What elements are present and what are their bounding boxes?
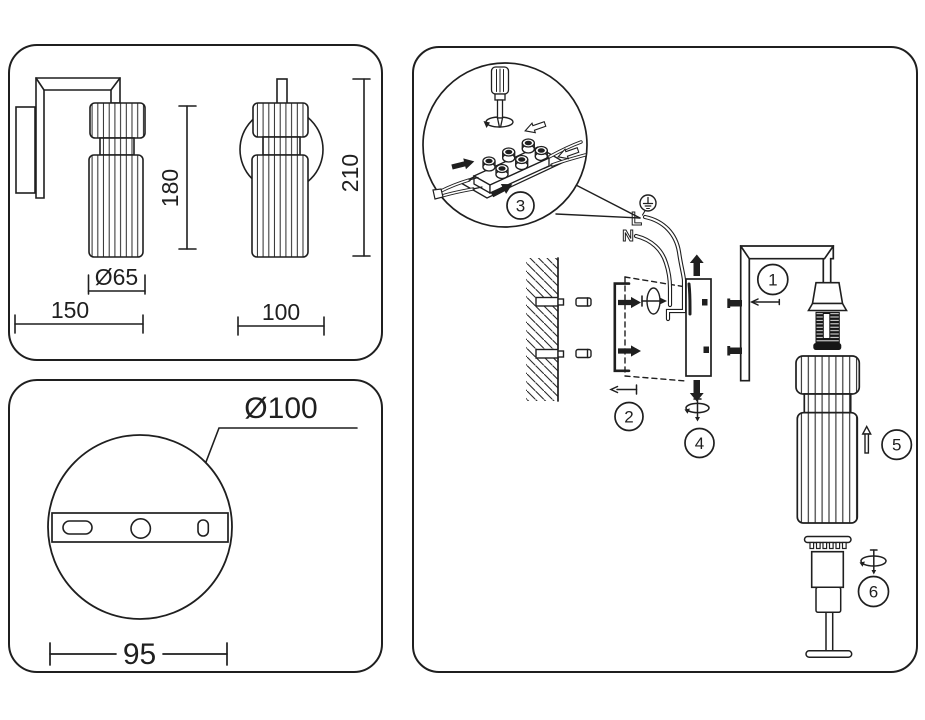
lamp-shade	[795, 355, 861, 524]
wall-anchor-icon	[575, 297, 592, 359]
panel-mounting-plate: Ø100 95	[8, 379, 383, 673]
dimension-100: 100	[237, 299, 325, 336]
dimension-180: 180	[157, 105, 197, 250]
step-5: 5	[861, 425, 913, 461]
dim-label-d100: Ø100	[244, 392, 317, 425]
step-2-number: 2	[624, 408, 633, 427]
plate-screw-icon	[703, 346, 709, 353]
step-4-number: 4	[695, 434, 704, 453]
magnifier-circle	[422, 62, 588, 228]
cable-hole	[130, 517, 152, 539]
screw-turn-icon	[641, 287, 667, 315]
step-1: 1	[749, 263, 789, 306]
step-6-number: 6	[869, 583, 878, 602]
shade-top-section	[89, 102, 146, 139]
arrow-down-icon	[689, 380, 704, 402]
plate-screw-icon	[702, 299, 708, 306]
bulb-flange-teeth	[809, 541, 847, 550]
mounting-slot-right	[197, 519, 210, 537]
shade-neck	[262, 136, 301, 156]
cable-end	[432, 188, 444, 200]
lamp-bulb	[803, 535, 853, 658]
lamp-front-view	[239, 78, 324, 258]
dim-label-d65: Ø65	[95, 264, 138, 290]
step-3-badge: 3	[506, 191, 535, 220]
stem	[276, 78, 288, 105]
backplate-side	[15, 106, 36, 194]
dim-label-100: 100	[262, 299, 300, 325]
arm-screws	[727, 298, 742, 356]
wall-hatching	[526, 258, 558, 401]
screwdriver-icon	[483, 66, 514, 128]
wire-label-neutral: N	[622, 228, 634, 245]
dimension-d65: Ø65	[87, 264, 146, 295]
arrow-up-icon	[689, 254, 704, 276]
dimension-210: 210	[337, 78, 371, 257]
terminal-screws	[482, 138, 548, 180]
wire-label-live: L	[631, 209, 642, 229]
shade-neck	[803, 393, 852, 414]
drilled-holes	[535, 296, 565, 359]
step-4: 4	[684, 398, 715, 459]
shade-top-section	[252, 102, 309, 138]
socket-ring	[813, 343, 842, 350]
shade-neck	[99, 137, 135, 156]
dim-label-95: 95	[123, 638, 156, 671]
dim-label-180: 180	[157, 169, 183, 207]
bracket-projection-dashed	[624, 276, 687, 382]
mounting-slot-left	[62, 520, 93, 535]
terminal-detail-bubble: 3	[422, 62, 641, 228]
shade-bottom-section	[251, 154, 309, 258]
lamp-side-view	[15, 77, 146, 258]
shade-bottom-section	[796, 411, 859, 524]
step-5-number: 5	[892, 436, 901, 455]
lamp-socket	[807, 281, 848, 350]
supply-wires	[633, 214, 692, 322]
ground-icon	[639, 194, 657, 216]
wall-section	[526, 257, 592, 402]
step-2: 2	[609, 384, 644, 432]
dim-label-150: 150	[51, 297, 89, 323]
panel-installation: L N	[412, 46, 918, 673]
shade-top-section	[795, 355, 861, 395]
dimension-95: 95	[49, 638, 228, 671]
step-6: 6	[857, 549, 890, 608]
shade-bottom-section	[88, 154, 144, 258]
leader-line	[205, 427, 358, 463]
dimension-150: 150	[14, 297, 144, 334]
step-3-number: 3	[516, 197, 525, 216]
step-1-number: 1	[768, 271, 777, 290]
dim-label-210: 210	[337, 154, 363, 192]
panel-dimension-views: 180 Ø65 150 210	[8, 44, 383, 361]
